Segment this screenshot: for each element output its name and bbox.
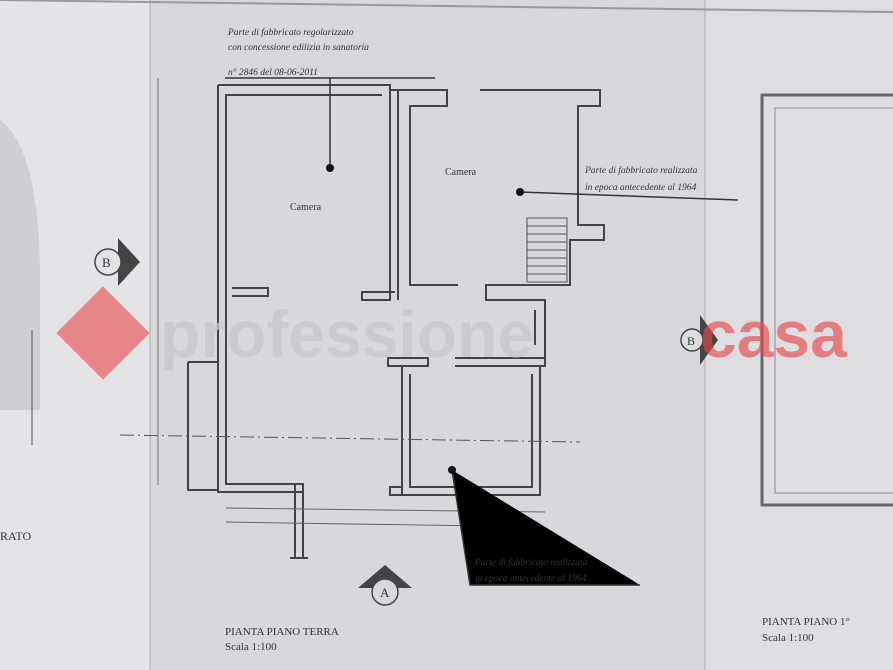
watermark-logo: professione casa xyxy=(56,286,848,380)
left-label: RATO xyxy=(0,529,31,543)
room-label-right: Camera xyxy=(445,167,477,178)
svg-text:B: B xyxy=(687,334,695,348)
section-marker-b-right: B xyxy=(680,315,718,365)
marker-dot xyxy=(448,466,456,474)
ground-floor-scale: Scala 1:100 xyxy=(225,641,277,653)
center-sheet xyxy=(150,0,705,670)
marker-dot xyxy=(516,188,524,196)
sheet-edge xyxy=(0,0,893,13)
first-floor-inner xyxy=(774,107,893,494)
section-marker-b: B xyxy=(94,238,140,286)
first-floor-title: PIANTA PIANO 1° xyxy=(762,616,850,628)
note-top-1: Parte di fabbricato regolarizzato xyxy=(227,27,354,38)
note-top-2: con concessione edilizia in sanatoria xyxy=(228,43,369,53)
room-label-left: Camera xyxy=(290,202,322,213)
section-line xyxy=(119,434,581,443)
stairs xyxy=(526,217,568,283)
first-floor-scale: Scala 1:100 xyxy=(762,632,814,644)
note-bottom-2: in epoca antecedente al 1964 xyxy=(475,574,587,584)
section-a-label: A xyxy=(380,585,390,600)
note-top-3: n° 2846 del 08-06-2011 xyxy=(228,67,318,78)
note-bottom-1: Parte di fabbricato realizzata xyxy=(474,557,588,568)
first-floor-outline xyxy=(760,93,893,507)
watermark-text-1: professione xyxy=(160,297,534,371)
note-right-1: Parte di fabbricato realizzata xyxy=(584,165,698,176)
watermark-text-2: casa xyxy=(700,297,848,371)
left-hatch xyxy=(0,120,40,410)
walls xyxy=(187,84,605,559)
note-right-2: in epoca antecedente al 1964 xyxy=(585,183,697,193)
leaders xyxy=(225,77,739,586)
marker-dot xyxy=(326,164,334,172)
ground-floor-title: PIANTA PIANO TERRA xyxy=(225,626,339,638)
section-marker-a: A xyxy=(358,565,412,606)
right-sheet xyxy=(705,0,893,670)
section-b-label: B xyxy=(102,255,111,270)
